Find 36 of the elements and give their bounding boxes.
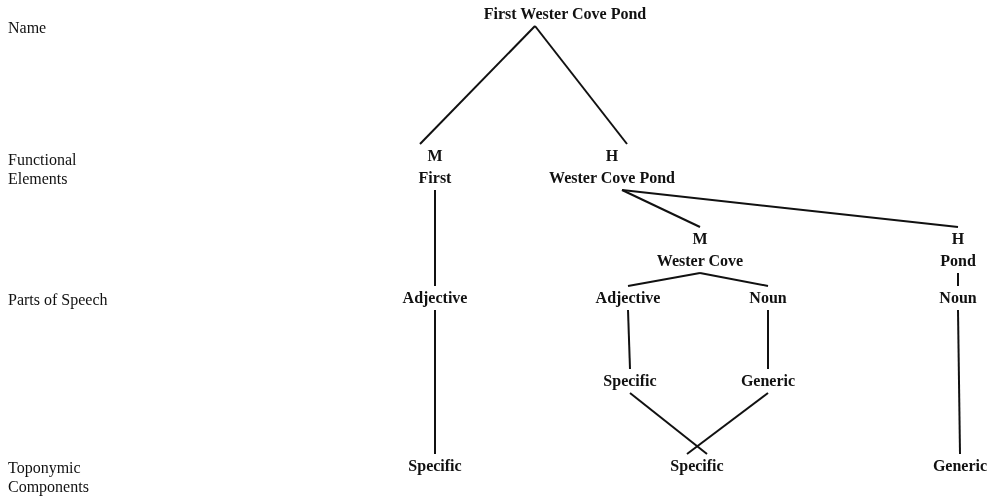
tree-line (534, 25, 628, 145)
tree-line (627, 309, 631, 370)
tree-line (767, 309, 769, 370)
node-label: Specific (408, 456, 462, 477)
tree-line (957, 272, 959, 287)
node-label: Wester Cove (656, 251, 744, 271)
row-label: Name (8, 18, 48, 37)
tree-line (419, 25, 536, 145)
node-label: Generic (932, 456, 988, 476)
node-label: Pond (940, 251, 976, 271)
tree-line (621, 189, 959, 228)
node-label: Adjective (402, 288, 468, 309)
tree-line (627, 272, 701, 287)
tree-line (434, 189, 436, 287)
tree-line (434, 309, 436, 455)
tree-line (957, 309, 961, 455)
tree-line (621, 189, 701, 228)
node-label: Adjective (595, 288, 661, 309)
node-label: Specific (603, 371, 657, 392)
row-label: Functional Elements (8, 150, 78, 188)
row-label: Parts of Speech (8, 290, 108, 309)
node-label: First Wester Cove Pond (483, 4, 647, 24)
element-code: M (426, 146, 444, 166)
node-label: Noun (939, 288, 977, 308)
element-code: H (604, 146, 620, 166)
tree-line (629, 392, 708, 455)
tree-line (699, 272, 769, 287)
node-label: Specific (670, 456, 724, 477)
element-code: H (950, 229, 966, 249)
node-label: First (418, 168, 452, 188)
node-label: Generic (740, 371, 796, 391)
node-label: Noun (749, 288, 787, 308)
node-label: Wester Cove Pond (549, 168, 675, 188)
element-code: M (691, 229, 709, 249)
tree-line (686, 392, 769, 455)
row-label: Toponymic Components (8, 458, 90, 496)
